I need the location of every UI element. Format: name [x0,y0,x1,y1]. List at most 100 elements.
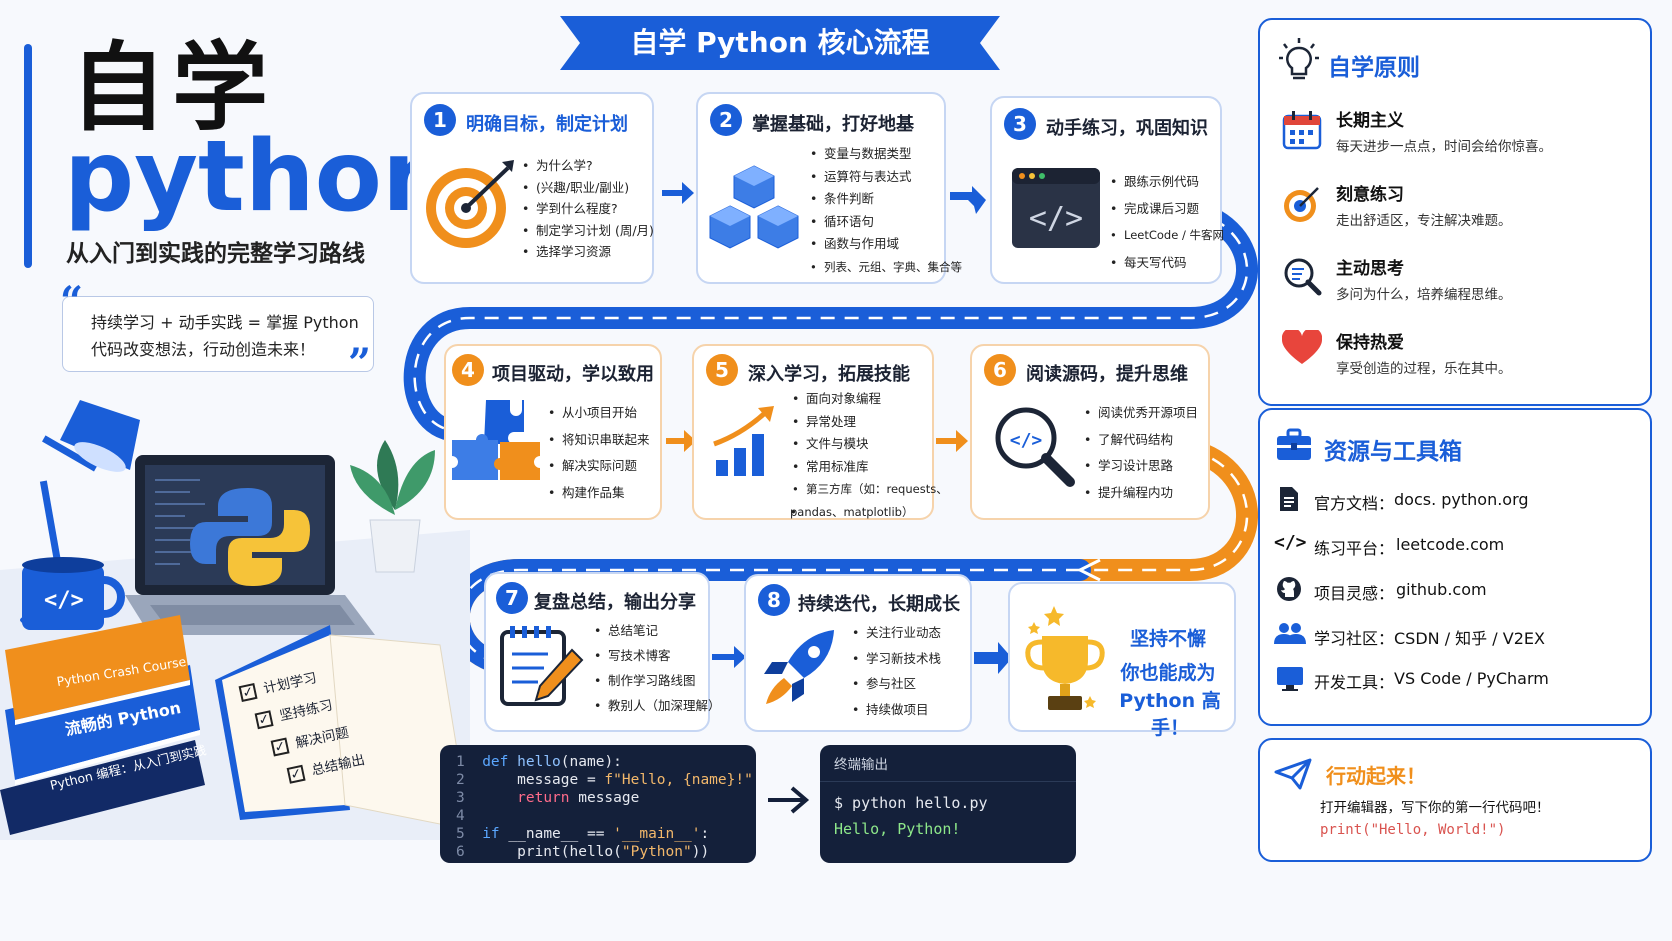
goal-line-3: Python 高手！ [1119,690,1221,739]
code-line: 4 [456,808,465,824]
resource-label-5: 开发工具： [1314,673,1395,692]
target-icon [426,160,514,248]
notebook-icon [215,625,470,831]
principle-title-1: 长期主义 [1336,111,1404,131]
list-item: 学到什么程度? [522,198,654,220]
heart-icon [1282,330,1322,364]
list-item: 学习新技术栈 [852,646,941,672]
resource-label-1: 官方文档： [1314,494,1395,513]
list-item: 制定学习计划 (周/月) [522,220,654,242]
list-item: 循环语句 [810,211,962,234]
open-quote-icon: “ [60,278,84,325]
community-icon [1274,622,1306,650]
list-item: 跟练示例代码 [1110,168,1224,195]
resource-label-2: 练习平台： [1314,539,1395,558]
rocket-icon [764,630,834,704]
code-window-icon: </> [1012,168,1100,248]
action-panel [1258,738,1652,862]
list-item: LeetCode / 牛客网 [1110,222,1224,249]
terminal-output: Hello, Python! [834,820,961,838]
growth-chart-icon [713,406,774,476]
step-number-8: 8 [758,584,790,616]
document-icon [1278,486,1300,516]
list-item: 条件判断 [810,188,962,211]
principle-desc-2: 走出舒适区，专注解决难题。 [1336,213,1512,229]
list-item: 变量与数据类型 [810,143,962,166]
list-item: 从小项目开始 [548,400,650,427]
list-item: 为什么学? [522,155,654,177]
step-title-1: 明确目标，制定计划 [466,114,628,135]
banner-ribbon [560,16,1000,70]
checkbox-icon: ✓ [254,710,274,730]
arrow-right-icon [768,786,810,814]
list-item: 解决实际问题 [548,453,650,480]
principle-title-4: 保持热爱 [1336,333,1404,353]
resource-link-leetcode[interactable]: leetcode.com [1396,535,1505,554]
resource-link-docs[interactable]: docs. python.org [1394,490,1529,509]
quote-line-1: 持续学习 + 动手实践 = 掌握 Python [91,313,359,332]
resource-label-4: 学习社区： [1314,629,1395,648]
step-title-3: 动手练习，巩固知识 [1046,118,1208,139]
svg-text:</>: </> [44,588,84,613]
code-search-icon: </> [995,407,1075,487]
step-title-7: 复盘总结，输出分享 [534,592,696,613]
goal-line-1: 坚持不懈 [1129,628,1206,650]
banner-title: 自学 Python 核心流程 [630,26,930,59]
list-item: 提升编程内功 [1084,480,1198,507]
terminal-command: $ python hello.py [834,794,988,812]
list-item: (兴趣/职业/副业) [522,177,654,199]
action-code: print("Hello, World!") [1320,822,1506,838]
quote-box: 持续学习 + 动手实践 = 掌握 Python 代码改变想法，行动创造未来！ [62,296,374,372]
plant-icon [350,440,435,573]
list-item: 函数与作用域 [810,233,962,256]
laptop-icon [125,455,375,635]
list-item: 运算符与表达式 [810,166,962,189]
resource-link-community[interactable]: CSDN / 知乎 / V2EX [1394,629,1545,648]
resource-link-tools[interactable]: VS Code / PyCharm [1394,669,1549,688]
step-number-2: 2 [710,104,742,136]
step-title-2: 掌握基础，打好地基 [752,114,914,135]
magnifier-icon [1284,258,1322,296]
principles-panel [1258,18,1652,406]
principle-title-3: 主动思考 [1336,259,1404,279]
checkbox-icon: ✓ [238,683,258,702]
principles-title: 自学原则 [1328,55,1420,81]
resource-label-3: 项目灵感： [1314,584,1395,603]
arrow-right-icon [666,430,696,452]
code-line: 2 message = f"Hello, {name}!" [456,772,753,788]
step-list-6: 阅读优秀开源项目 了解代码结构 学习设计思路 提升编程内功 [1084,400,1198,506]
action-title: 行动起来！ [1326,764,1426,788]
list-item: 第三方库（如：requests、 [792,478,948,501]
code-editor: 1 def hello(name): 2 message = f"Hello, … [440,745,756,863]
arrow-right-icon [950,186,986,214]
step-list-8: 关注行业动态 学习新技术栈 参与社区 持续做项目 [852,620,941,722]
calendar-icon [1282,111,1322,150]
principle-desc-1: 每天进步一点点，时间会给你惊喜。 [1336,139,1552,155]
svg-text:</>: </> [1029,201,1083,236]
terminal-window: 终端输出 $ python hello.py Hello, Python! [820,745,1076,863]
title-python: python [64,120,452,234]
code-line: 5 if __name__ == '__main__': [456,826,710,842]
checkbox-icon: ✓ [286,764,306,784]
monitor-icon [1276,666,1304,696]
list-item: 异常处理 [792,411,948,434]
list-item: 了解代码结构 [1084,427,1198,454]
list-item: 总结笔记 [594,618,721,643]
quote-line-2: 代码改变想法，行动创造未来！ [91,340,316,359]
resource-link-github[interactable]: github.com [1396,580,1487,599]
list-item: 面向对象编程 [792,388,948,411]
resources-title: 资源与工具箱 [1324,439,1462,465]
checklist: ✓计划学习 ✓坚持练习 ✓解决问题 ✓总结输出 [238,660,366,790]
coffee-mug-icon: </> [22,557,125,630]
list-item: 制作学习路线图 [594,668,721,693]
checkbox-icon: ✓ [270,737,290,757]
list-item: 构建作品集 [548,480,650,507]
principle-desc-3: 多问为什么，培养编程思维。 [1336,287,1512,303]
close-quote-icon: ” [348,340,372,387]
list-item: 常用标准库 [792,456,948,479]
step-title-4: 项目驱动，学以致用 [492,364,654,385]
step-list-3: 跟练示例代码 完成课后习题 LeetCode / 牛客网 每天写代码 [1110,168,1224,276]
list-item: 文件与模块 [792,433,948,456]
arrow-right-icon [662,182,694,204]
toolbox-icon [1277,428,1311,460]
